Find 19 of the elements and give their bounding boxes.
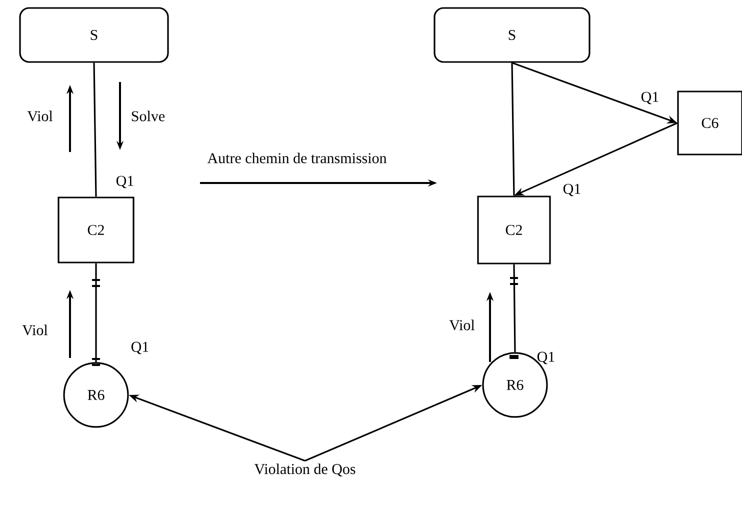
text-label: Viol — [22, 324, 48, 336]
text-label: Q1 — [537, 352, 554, 364]
connector — [511, 62, 515, 196]
process-box: C2 — [58, 196, 134, 264]
text-label: Q1 — [641, 92, 658, 104]
process-box: C6 — [677, 90, 742, 156]
process-box: S — [434, 7, 590, 63]
connector — [93, 62, 97, 197]
text-label: Solve — [132, 110, 165, 122]
connector — [513, 264, 516, 352]
text-label: Viol — [449, 320, 475, 330]
note-text: Violation de Qos — [254, 464, 356, 476]
text-label: Q1 — [563, 184, 580, 196]
text-label: Q1 — [131, 342, 148, 354]
process-box: C2 — [477, 196, 551, 264]
connector — [95, 263, 97, 362]
text-label: Autre chemin de transmission — [207, 152, 387, 164]
process-box: S — [19, 7, 169, 63]
text-label: Viol — [27, 110, 53, 122]
